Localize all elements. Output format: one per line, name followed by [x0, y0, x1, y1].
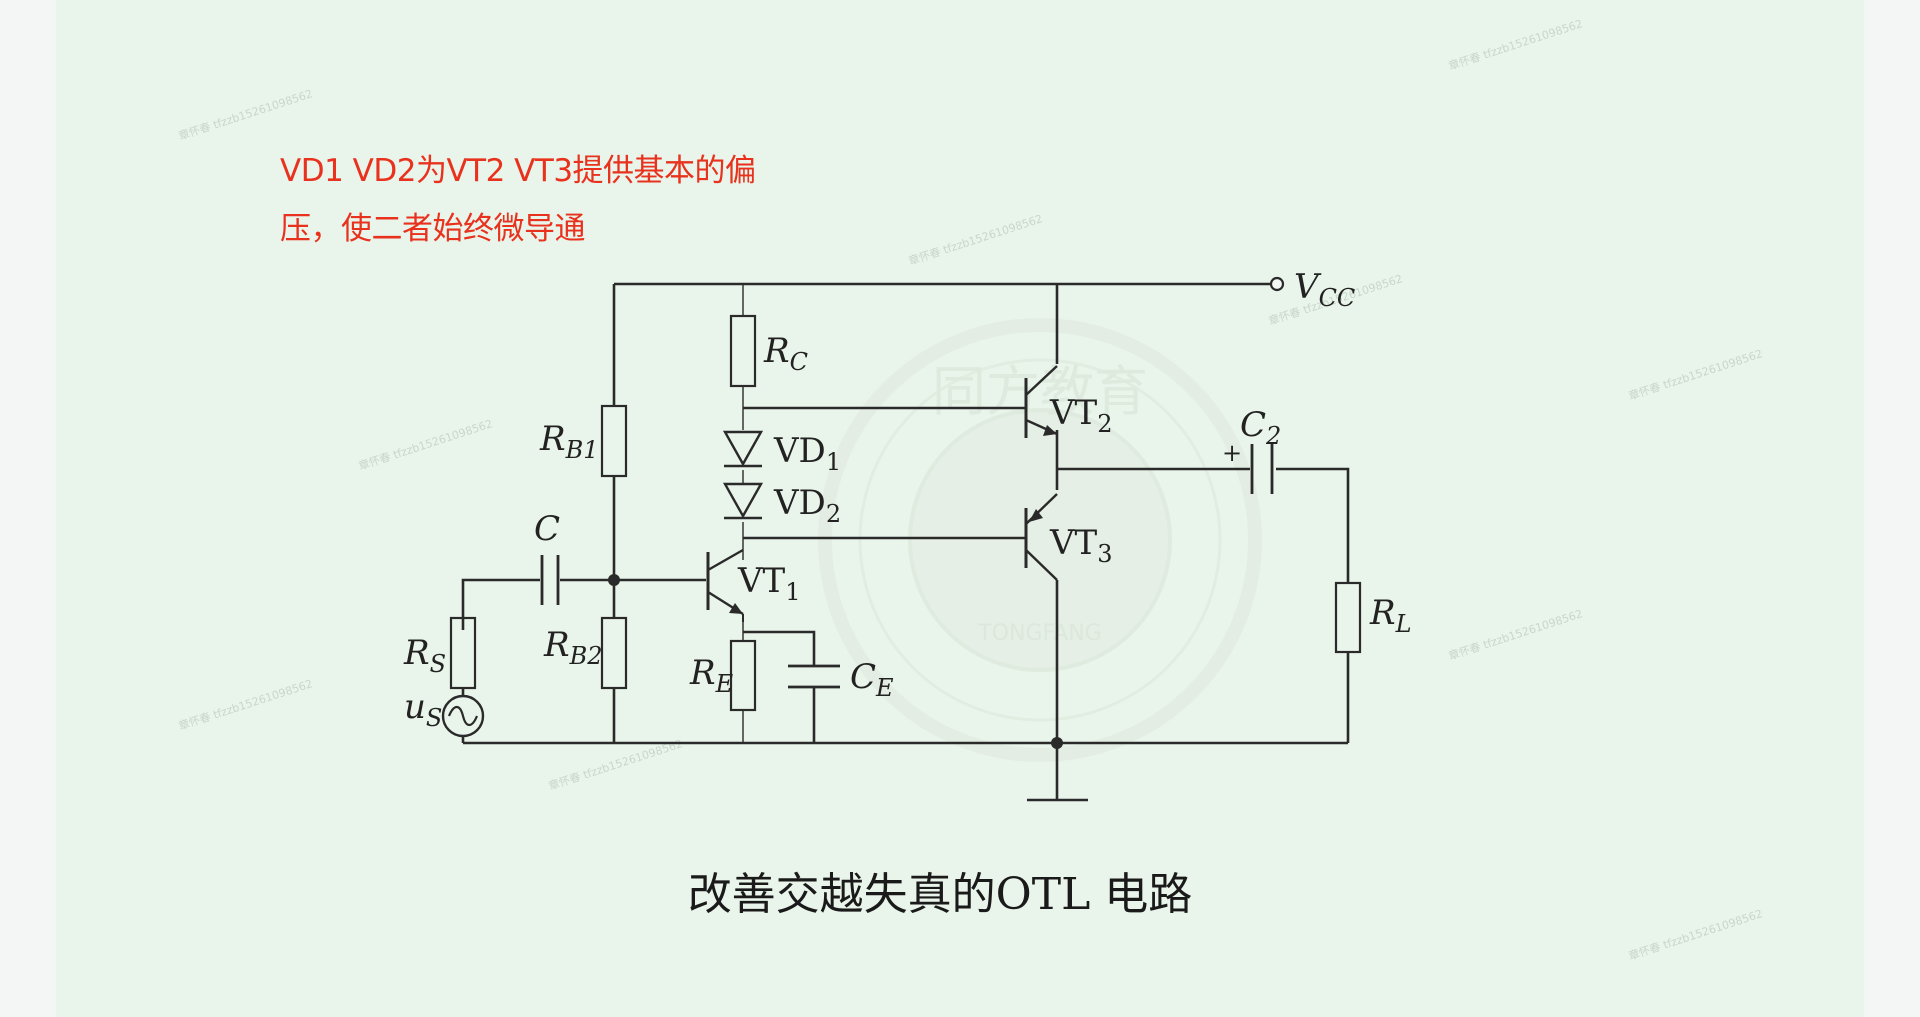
rl-resistor: [1334, 581, 1362, 654]
label-rc: RC: [763, 331, 808, 376]
diagram-caption: 改善交越失真的OTL 电路: [687, 869, 1193, 920]
wm-5: 章怀春 tfzzb15261098562: [1627, 346, 1765, 403]
label-c2-plus: +: [1222, 439, 1242, 467]
rb1-resistor: [600, 404, 628, 478]
ce-top-wire: [743, 630, 816, 665]
base-junction-dot: [608, 574, 620, 586]
label-vt3: VT3: [1049, 523, 1113, 568]
label-c: C: [534, 509, 560, 549]
watermark-en: TONGFANG: [977, 621, 1101, 646]
capacitor-ce: [788, 664, 840, 689]
label-rb1: RB1: [539, 419, 599, 464]
label-vd1: VD1: [773, 431, 841, 476]
transistor-vt2: [1024, 365, 1058, 438]
vcc-terminal: [1269, 276, 1285, 292]
label-vt2: VT2: [1049, 393, 1113, 438]
rs-resistor: [449, 616, 477, 690]
label-rs: RS: [403, 633, 446, 678]
label-re: RE: [689, 653, 734, 698]
label-ce: CE: [850, 657, 894, 702]
components: [441, 314, 1362, 738]
wm-4: 章怀春 tfzzb15261098562: [1447, 16, 1585, 73]
input-left-wire: [461, 578, 540, 630]
watermark-cn: 同方教育: [932, 360, 1148, 423]
component-labels: VCC RC VT2 C2 + RB1 VD1 VD2 VT3 C VT1 RL…: [403, 267, 1412, 732]
wm-1: 章怀春 tfzzb15261098562: [177, 86, 315, 143]
capacitor-c: [540, 555, 560, 605]
label-rl: RL: [1369, 593, 1412, 638]
label-rb2: RB2: [543, 625, 603, 670]
wires: [461, 276, 1350, 802]
wm-2: 章怀春 tfzzb15261098562: [357, 416, 495, 473]
c2-to-rl-wire: [1276, 467, 1350, 583]
re-resistor: [729, 639, 757, 712]
watermark-seal-icon: 同方教育 TONGFANG: [818, 318, 1262, 762]
signal-source-icon: [441, 694, 485, 738]
rb2-resistor: [600, 616, 628, 690]
annotation-note: VD1 VD2为VT2 VT3提供基本的偏 压，使二者始终微导通: [280, 142, 800, 258]
wm-9: 章怀春 tfzzb15261098562: [907, 211, 1045, 268]
annotation-line-2: 压，使二者始终微导通: [280, 211, 586, 247]
diode-vd2: [722, 482, 764, 520]
annotation-line-1: VD1 VD2为VT2 VT3提供基本的偏: [280, 153, 756, 189]
wm-3: 章怀春 tfzzb15261098562: [177, 676, 315, 733]
label-us: uS: [404, 687, 442, 732]
capacitor-c2: [1250, 444, 1274, 494]
label-vcc: VCC: [1294, 267, 1355, 312]
label-vd2: VD2: [773, 483, 841, 528]
wm-6: 章怀春 tfzzb15261098562: [1447, 606, 1585, 663]
diode-vd1: [722, 430, 764, 468]
transistor-vt3: [1024, 493, 1058, 581]
label-c2: C2: [1240, 405, 1281, 450]
transistor-vt1: [706, 548, 744, 622]
rc-resistor: [729, 314, 757, 388]
label-vt1: VT1: [737, 561, 801, 606]
wm-8: 章怀春 tfzzb15261098562: [547, 736, 685, 793]
